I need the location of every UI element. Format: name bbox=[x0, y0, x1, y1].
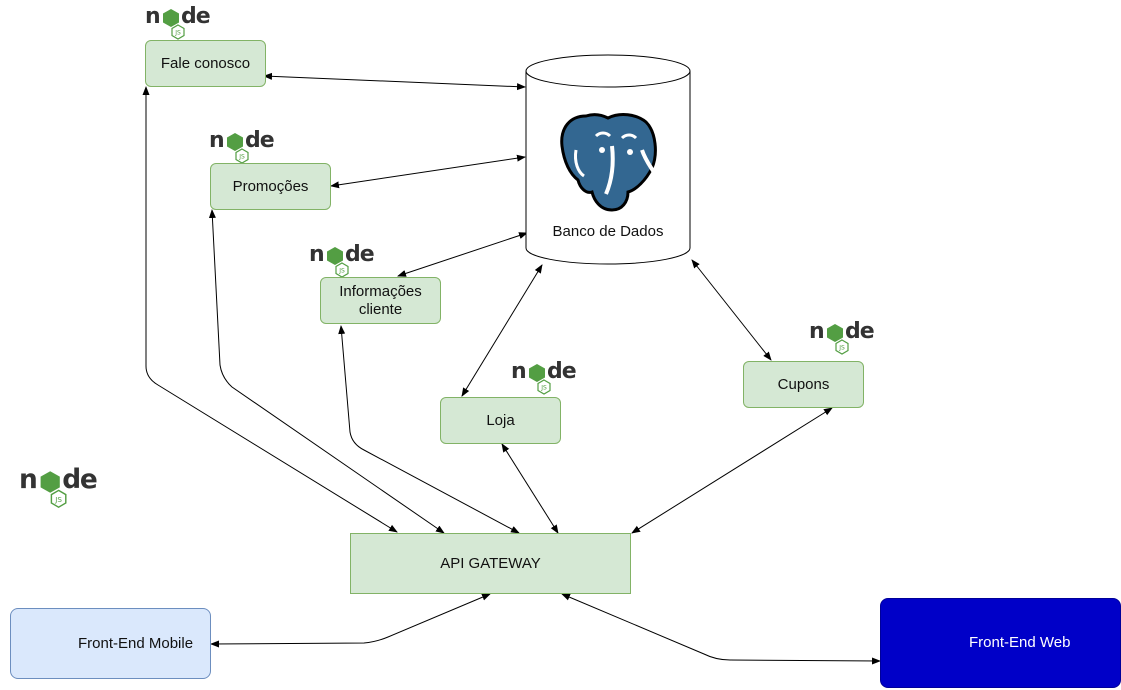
service-cupons-label: Cupons bbox=[777, 375, 830, 393]
edge-informacoes-db bbox=[397, 232, 528, 277]
service-loja-label: Loja bbox=[486, 411, 515, 429]
edge-promocoes-db bbox=[330, 154, 526, 189]
frontend-web[interactable]: Front-End Web bbox=[880, 598, 1121, 688]
edge-mobile-gateway bbox=[210, 593, 491, 648]
service-informacoes-cliente[interactable]: Informações cliente bbox=[320, 277, 441, 324]
service-loja[interactable]: Loja bbox=[440, 397, 561, 444]
edge-informacoes-gateway bbox=[338, 325, 520, 534]
frontend-mobile[interactable]: Front-End Mobile bbox=[10, 608, 211, 679]
nodejs-logo-fale-conosco bbox=[144, 3, 211, 40]
nodejs-logo-informacoes bbox=[308, 241, 375, 278]
edge-cupons-db bbox=[691, 259, 772, 361]
service-promocoes-label: Promoções bbox=[232, 177, 309, 195]
database-label: Banco de Dados bbox=[552, 223, 664, 240]
edge-cupons-gateway bbox=[631, 407, 833, 534]
nodejs-logo-cupons bbox=[808, 318, 875, 355]
nodejs-logo-promocoes bbox=[208, 127, 275, 164]
edge-promocoes-gateway bbox=[208, 209, 445, 534]
nodejs-logo-standalone bbox=[18, 463, 98, 508]
connectors bbox=[142, 72, 881, 665]
postgresql-elephant-icon bbox=[560, 113, 658, 212]
edge-fale-conosco-db bbox=[263, 72, 526, 91]
service-fale-conosco[interactable]: Fale conosco bbox=[145, 40, 266, 87]
edge-loja-gateway bbox=[501, 443, 559, 534]
edge-fale-conosco-gateway bbox=[142, 86, 398, 533]
service-cupons[interactable]: Cupons bbox=[743, 361, 864, 408]
frontend-web-label: Front-End Web bbox=[969, 634, 1071, 651]
service-informacoes-cliente-label: Informações cliente bbox=[339, 282, 422, 318]
edge-gateway-web bbox=[561, 593, 881, 665]
frontend-mobile-label: Front-End Mobile bbox=[78, 634, 194, 652]
service-fale-conosco-label: Fale conosco bbox=[160, 54, 251, 72]
api-gateway[interactable]: API GATEWAY bbox=[350, 533, 631, 594]
api-gateway-label: API GATEWAY bbox=[440, 554, 541, 572]
service-promocoes[interactable]: Promoções bbox=[210, 163, 331, 210]
nodejs-logo-loja bbox=[510, 358, 577, 395]
